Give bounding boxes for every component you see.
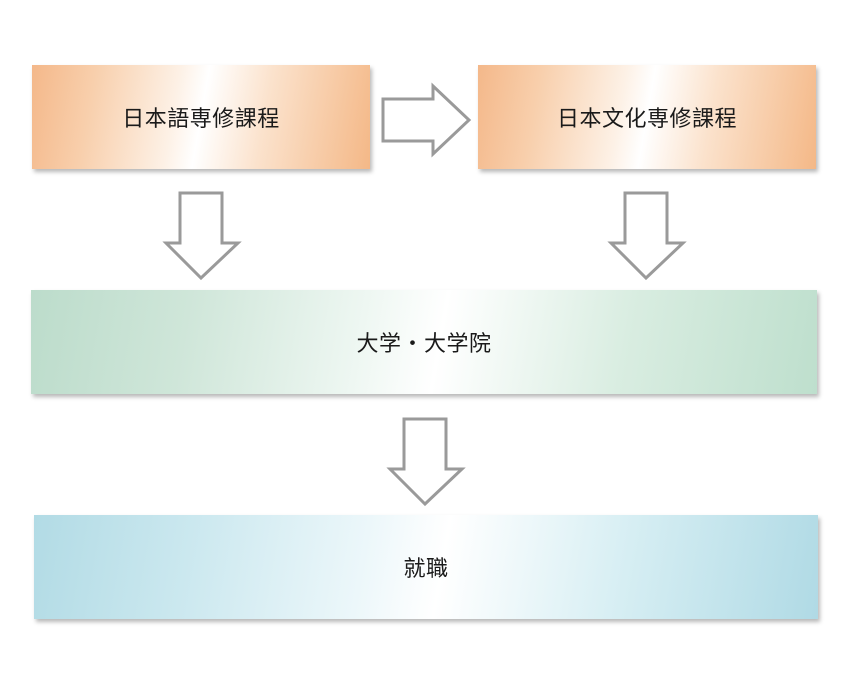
arrow-down-right-icon <box>607 191 687 281</box>
arrow-down-center-icon <box>386 417 466 507</box>
arrow-down-left-icon <box>162 191 242 281</box>
node-university-label: 大学・大学院 <box>356 332 492 357</box>
node-employment: 就職 <box>34 515 818 619</box>
node-nihongo-course-label: 日本語専修課程 <box>122 107 280 132</box>
arrow-right-icon <box>381 82 472 158</box>
node-bunka-course: 日本文化専修課程 <box>478 65 816 169</box>
node-employment-label: 就職 <box>403 557 449 582</box>
node-university: 大学・大学院 <box>31 290 817 394</box>
node-bunka-course-label: 日本文化専修課程 <box>556 107 737 132</box>
node-nihongo-course: 日本語専修課程 <box>32 65 370 169</box>
